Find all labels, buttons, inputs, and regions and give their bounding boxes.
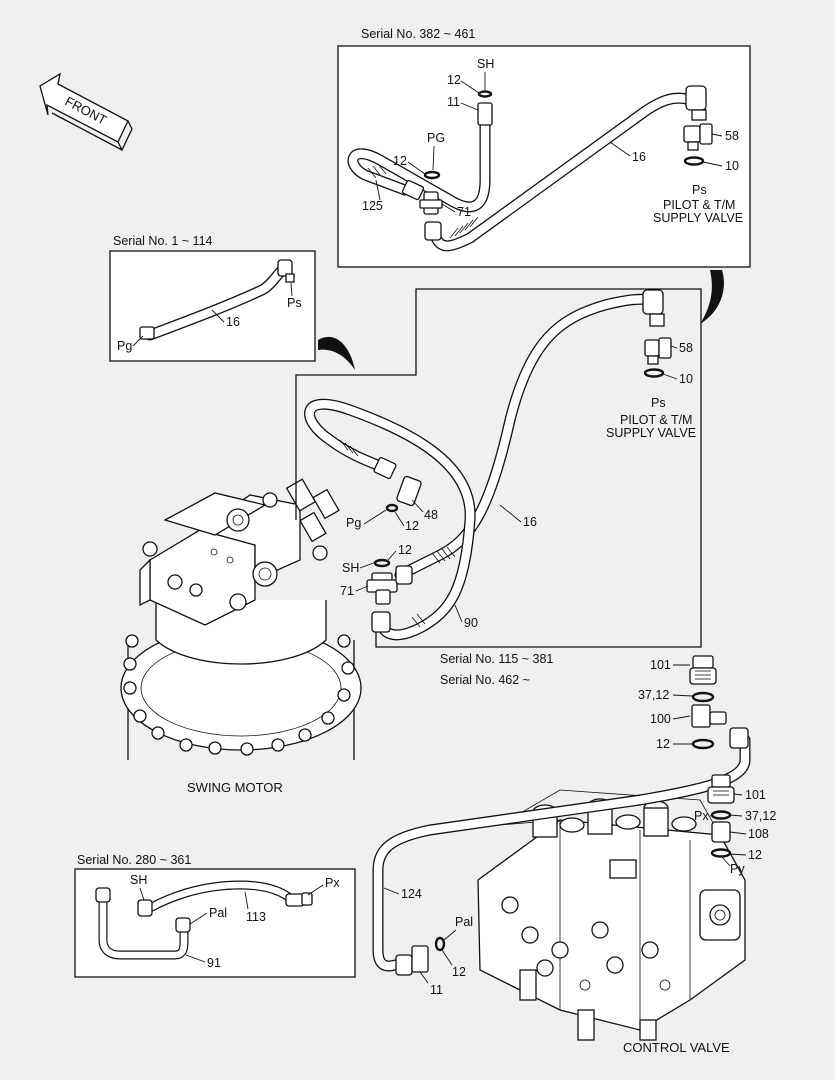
callout-d-101b: 101 [745, 788, 766, 802]
callout-d-101a: 101 [650, 658, 671, 672]
callout-c-12a: 12 [405, 519, 419, 533]
flange-bolts [123, 634, 355, 756]
callout-a-12-top: 12 [447, 73, 461, 87]
connector-swoosh-a [700, 270, 724, 324]
callout-d-12a: 12 [656, 737, 670, 751]
crimp-hatch [449, 216, 479, 239]
box-serial-280-361 [74, 868, 356, 978]
pilot-label-c-2: SUPPLY VALVE [606, 426, 696, 440]
callout-d-py: Py [730, 862, 745, 876]
serial-115-381: Serial No. 115 ~ 381 [440, 652, 553, 666]
callout-d-108: 108 [748, 827, 769, 841]
callout-b-ps: Ps [287, 296, 302, 310]
callout-d-11: 11 [430, 983, 443, 997]
callout-e-91: 91 [207, 956, 221, 970]
serial-280-361: Serial No. 280 ~ 361 [77, 853, 191, 867]
pilot-label-a-2: SUPPLY VALVE [653, 211, 743, 225]
callout-d-12b: 12 [748, 848, 762, 862]
callout-a-ps: Ps [692, 183, 707, 197]
callout-a-12-mid: 12 [393, 154, 407, 168]
callout-c-10: 10 [679, 372, 693, 386]
callout-d-124: 124 [401, 887, 422, 901]
callout-e-113: 113 [246, 910, 266, 924]
serial-382-461: Serial No. 382 ~ 461 [361, 27, 475, 41]
pilot-label-a-1: PILOT & T/M [663, 198, 735, 212]
callout-a-10: 10 [725, 159, 739, 173]
callout-e-sh: SH [130, 873, 147, 887]
serial-462: Serial No. 462 ~ [440, 673, 530, 687]
callout-d-3712a: 37,12 [638, 688, 669, 702]
callout-a-16: 16 [632, 150, 646, 164]
box-serial-382-461 [337, 45, 751, 268]
callout-d-100: 100 [650, 712, 671, 726]
callout-c-71: 71 [340, 584, 354, 598]
callout-b-pg: Pg [117, 339, 132, 353]
fitting-stack-pilot [689, 655, 735, 858]
callout-a-11: 11 [447, 95, 460, 109]
callout-c-58: 58 [679, 341, 693, 355]
connector-swoosh-b [318, 336, 355, 370]
callout-d-px: Px [694, 809, 709, 823]
callout-c-48: 48 [424, 508, 438, 522]
control-valve-caption: CONTROL VALVE [623, 1040, 730, 1055]
callout-d-3712b: 37,12 [745, 809, 776, 823]
box-serial-1-114 [109, 250, 316, 362]
callout-e-px: Px [325, 876, 340, 890]
callout-c-ps: Ps [651, 396, 666, 410]
callout-a-58: 58 [725, 129, 739, 143]
callout-a-125: 125 [362, 199, 383, 213]
callout-a-sh: SH [477, 57, 494, 71]
callout-c-sh: SH [342, 561, 359, 575]
callout-c-12b: 12 [398, 543, 412, 557]
callout-c-pg: Pg [346, 516, 361, 530]
swing-motor-caption: SWING MOTOR [187, 780, 283, 795]
callout-c-16: 16 [523, 515, 537, 529]
callout-a-71: 71 [457, 205, 471, 219]
callout-d-pal: Pal [455, 915, 473, 929]
control-valve [477, 789, 746, 1041]
callout-a-pg: PG [427, 131, 445, 145]
box-serial-115-381 [295, 288, 702, 648]
serial-1-114: Serial No. 1 ~ 114 [113, 234, 213, 248]
pilot-label-c-1: PILOT & T/M [620, 413, 692, 427]
callout-d-12c: 12 [452, 965, 466, 979]
front-arrow: FRONT [39, 72, 133, 152]
callout-c-90: 90 [464, 616, 478, 630]
callout-b-16: 16 [226, 315, 240, 329]
callout-e-pal: Pal [209, 906, 227, 920]
swing-motor [120, 478, 362, 760]
